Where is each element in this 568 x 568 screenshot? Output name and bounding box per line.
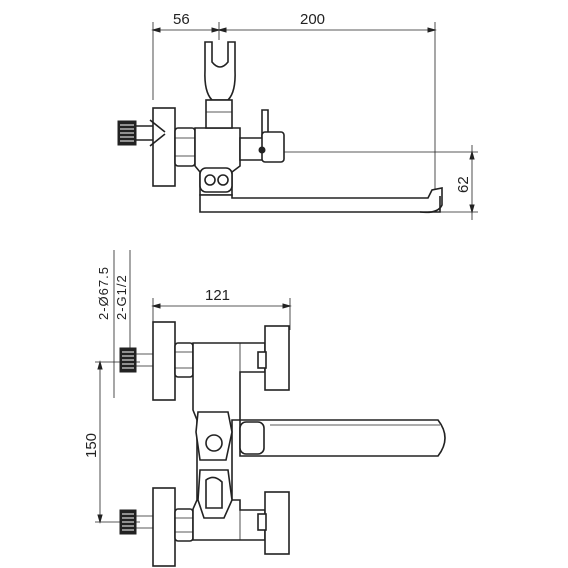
spec-thread-label: 2-G1/2 [114, 274, 129, 320]
spec-labels: 2-Ø67.5 2-G1/2 [96, 250, 131, 398]
diverter-knob [261, 131, 285, 163]
spout-front [239, 419, 446, 457]
dim-56-label: 56 [173, 11, 190, 28]
upper-nut [174, 342, 194, 378]
shower-holder [204, 41, 236, 101]
wall-flange [152, 107, 176, 187]
front-view: 2-Ø67.5 2-G1/2 121 150 [83, 250, 446, 567]
side-view: 56 200 62 [117, 11, 478, 220]
lower-wall-flange [152, 487, 176, 567]
width-dimension: 121 [151, 287, 292, 330]
dim-200-label: 200 [300, 11, 325, 28]
eccentric-nut [174, 127, 196, 167]
spout [199, 187, 443, 214]
lower-handle [264, 491, 290, 555]
dim-62-label: 62 [455, 176, 472, 193]
diverter-button-icon [205, 434, 223, 452]
spec-flange-label: 2-Ø67.5 [96, 266, 111, 320]
dim-150-label: 150 [83, 433, 100, 458]
height-dimension: 62 [268, 145, 478, 220]
top-dimension: 56 200 [151, 11, 437, 195]
upper-wall-flange [152, 321, 176, 401]
dim-121-label: 121 [205, 287, 230, 304]
spacing-dimension: 150 [83, 360, 140, 524]
upper-handle [264, 325, 290, 391]
lower-nut [174, 508, 194, 542]
